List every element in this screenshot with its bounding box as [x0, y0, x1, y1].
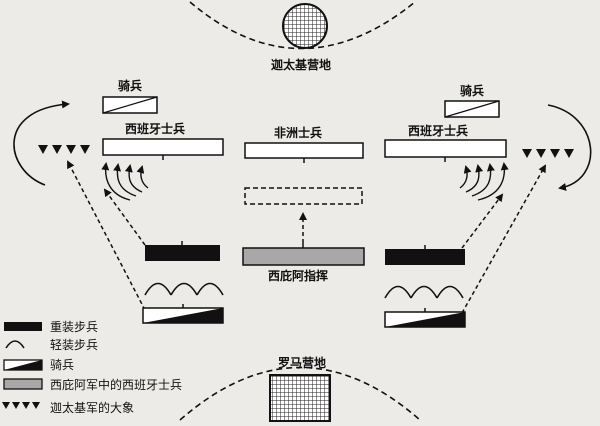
scipio-spanish-unit	[242, 243, 365, 266]
legend-heavy-infantry-label: 重装步兵	[50, 320, 99, 334]
left-advance-lines	[67, 160, 146, 311]
legend-symbols	[2, 322, 43, 409]
spanish-left-label: 西班牙士兵	[125, 122, 186, 136]
roman-cavalry-right	[384, 308, 466, 328]
elephants-right	[522, 149, 574, 158]
legend-heavy-infantry-symbol	[4, 322, 42, 331]
spanish-right-line	[384, 139, 507, 158]
african-line	[244, 142, 364, 159]
carthage-camp-label: 迦太基营地	[271, 58, 332, 72]
rome-camp-label: 罗马营地	[278, 356, 327, 370]
legend-cavalry-symbol	[3, 359, 43, 371]
scipio-label: 西庇阿指挥	[268, 269, 329, 283]
rome-camp-boundary	[179, 366, 421, 421]
scipio-advance-box	[244, 187, 363, 205]
right-flank-arrow	[547, 104, 592, 191]
rome-camp-icon	[269, 374, 331, 422]
light-infantry-left	[144, 282, 224, 296]
right-advance-lines	[461, 164, 546, 314]
heavy-infantry-left	[145, 241, 220, 261]
cavalry-right-box	[444, 100, 500, 118]
cavalry-right-label: 骑兵	[460, 84, 485, 98]
heavy-infantry-right	[385, 245, 465, 265]
left-small-arrows	[101, 162, 149, 201]
carthage-camp-icon	[282, 3, 328, 49]
spanish-right-label: 西班牙士兵	[408, 124, 469, 138]
cavalry-left-label: 骑兵	[118, 79, 143, 93]
legend-cavalry-label: 骑兵	[50, 358, 75, 372]
legend-elephants-symbol	[2, 402, 40, 409]
cavalry-left-box	[102, 96, 158, 114]
legend-spanish-label: 西庇阿军中的西班牙士兵	[50, 378, 183, 392]
elephants-left	[38, 145, 90, 154]
legend-spanish-symbol	[3, 378, 43, 390]
light-infantry-right	[384, 285, 464, 299]
african-label: 非洲士兵	[274, 126, 323, 140]
spanish-left-line	[102, 138, 224, 156]
left-flank-arrow	[13, 100, 70, 186]
legend-light-infantry-symbol	[5, 340, 25, 349]
right-small-arrows	[459, 162, 509, 201]
legend-elephants-label: 迦太基军的大象	[50, 401, 135, 415]
legend-light-infantry-label: 轻装步兵	[50, 338, 99, 352]
roman-cavalry-left	[142, 304, 224, 324]
